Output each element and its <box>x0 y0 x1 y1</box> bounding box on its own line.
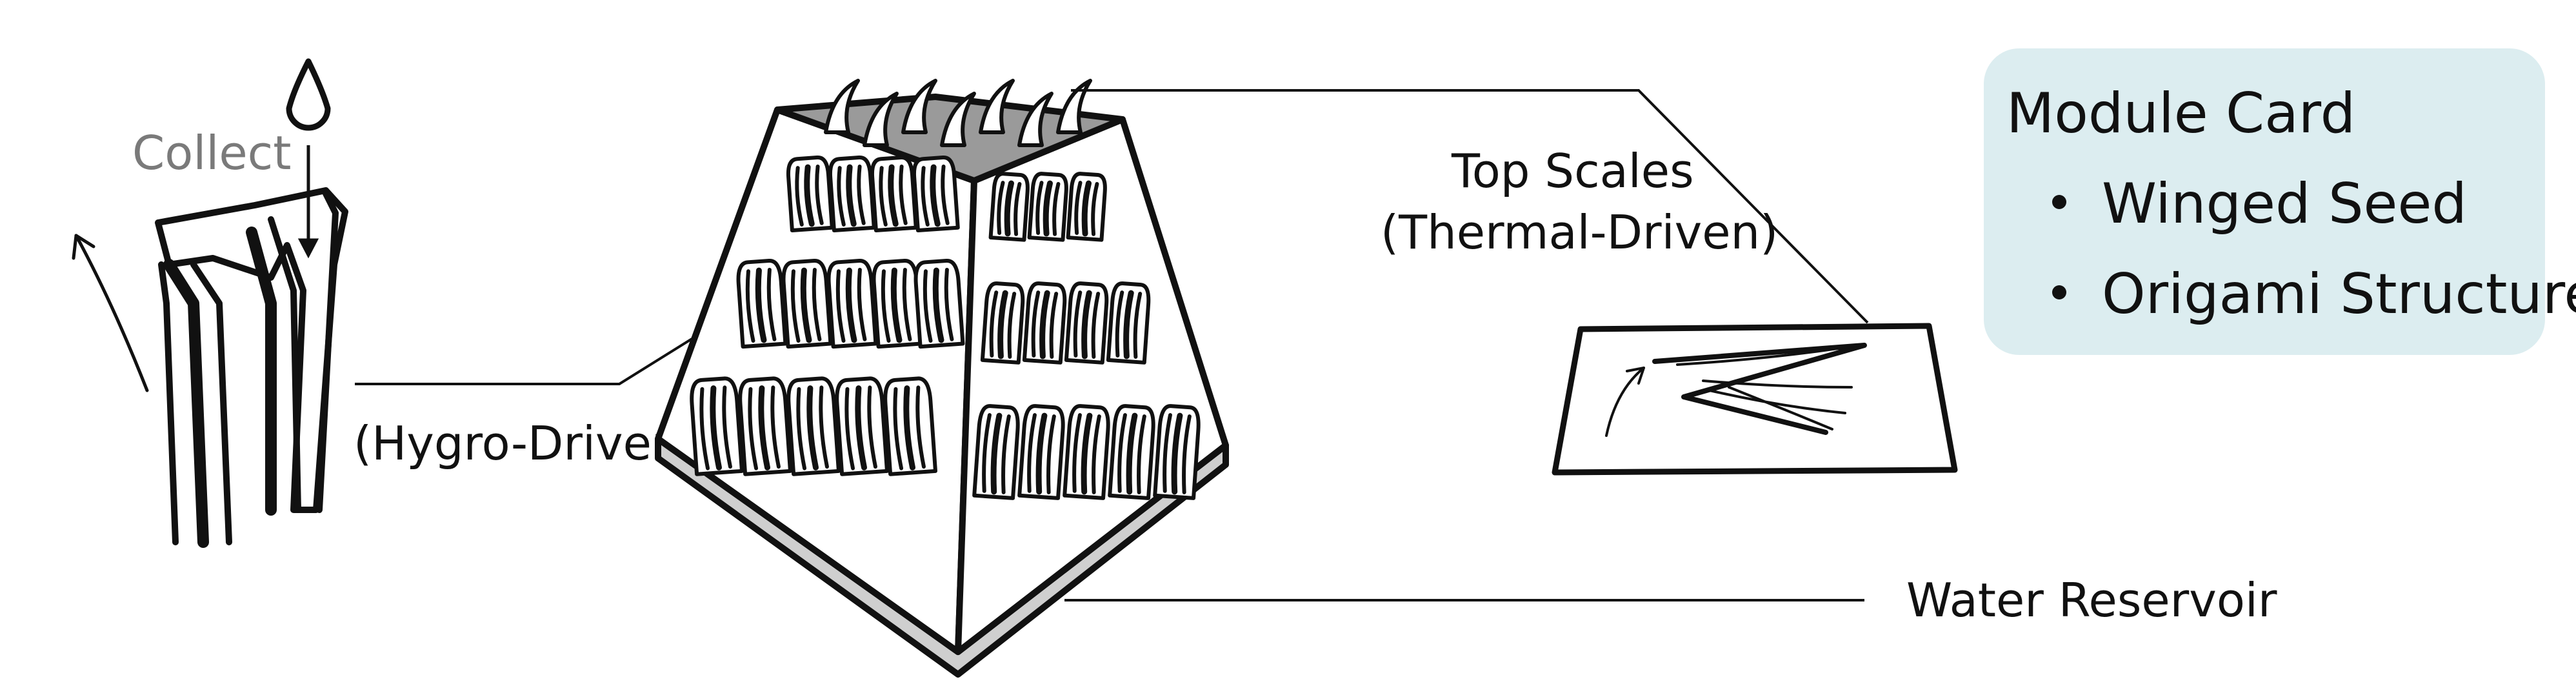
collect-label: Collect <box>132 126 291 180</box>
bullet-icon <box>2052 195 2066 209</box>
module-card-item: Winged Seed <box>2102 172 2467 236</box>
strip-layer-line <box>161 265 175 542</box>
top-scales-label: Top Scales <box>1451 144 1694 198</box>
bend-arrow-icon <box>74 236 147 390</box>
module-card-item: Origami Structure <box>2102 262 2576 327</box>
scale-petal <box>1155 405 1200 498</box>
water-drop-icon <box>289 61 328 128</box>
top-scales-sub-label: (Thermal-Driven) <box>1381 205 1778 259</box>
scale-petal <box>835 378 887 474</box>
scale-petal <box>873 260 921 347</box>
scale-petal <box>829 157 874 230</box>
scale-petal <box>1024 283 1066 363</box>
scaled-module <box>658 81 1226 674</box>
scale-petal <box>783 260 831 347</box>
scale-petal <box>1030 173 1068 239</box>
bullet-icon <box>2052 285 2066 299</box>
scale-petal <box>974 405 1019 498</box>
scale-petal <box>1108 283 1150 363</box>
scale-petal <box>1064 405 1110 498</box>
scale-petal <box>1110 405 1155 498</box>
water-reservoir-label: Water Reservoir <box>1906 573 2277 627</box>
top-scale-inset <box>1555 326 1955 472</box>
scale-petal <box>1019 405 1064 498</box>
scale-petal <box>1066 283 1108 363</box>
module-card-title: Module Card <box>2006 81 2355 146</box>
module-card: Module Card Winged Seed Origami Structur… <box>1984 48 2576 355</box>
hygro-driven-label: (Hygro-Driven) <box>354 416 699 470</box>
scale-petal <box>690 378 742 474</box>
bending-strip-figure <box>158 190 345 542</box>
scale-petal <box>991 173 1029 239</box>
scale-petal <box>828 260 876 347</box>
scale-petal <box>871 157 916 230</box>
scale-petal <box>1068 173 1106 239</box>
scale-petal <box>787 378 839 474</box>
scale-petal <box>983 283 1024 363</box>
scale-petal <box>913 157 958 230</box>
scale-petal <box>884 378 935 474</box>
scale-petal <box>787 157 832 230</box>
scale-petal <box>915 260 963 347</box>
scale-petal <box>737 260 786 347</box>
scale-petal <box>739 378 790 474</box>
